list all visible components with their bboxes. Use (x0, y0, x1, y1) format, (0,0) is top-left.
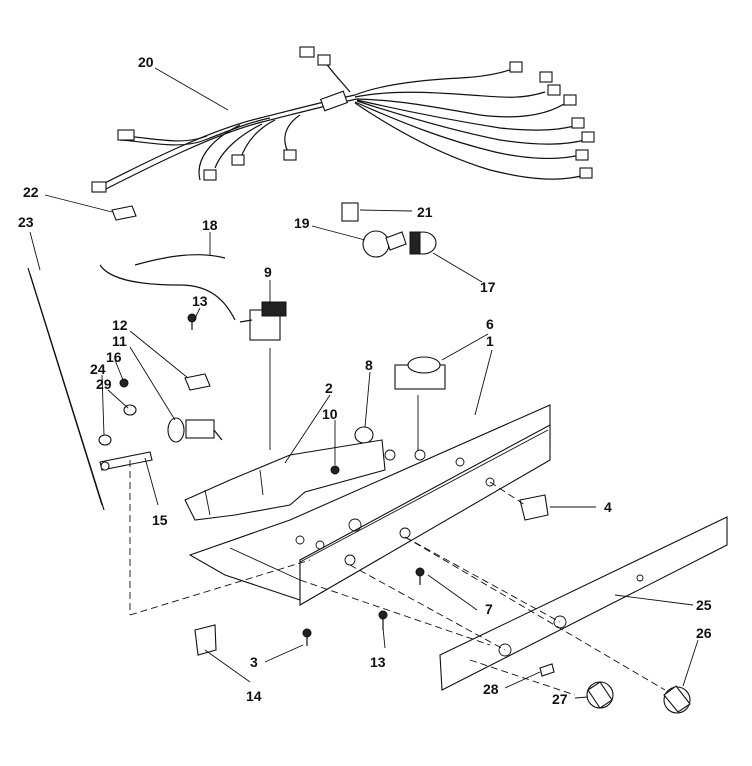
part-13-screw-lower (378, 610, 388, 630)
part-22-clip (111, 205, 137, 221)
part-15-shaft (99, 451, 153, 471)
callout-3: 3 (250, 654, 258, 670)
part-1-control-housing (188, 404, 551, 606)
part-7-screw (415, 567, 425, 585)
part-27-control-knob (586, 681, 614, 709)
part-12-bracket (184, 373, 211, 391)
part-17-lamp-socket (409, 231, 437, 255)
callout-16: 16 (106, 349, 122, 365)
part-16-nut (119, 378, 129, 388)
callout-2: 2 (325, 380, 333, 396)
part-6-defrost-timer (394, 356, 446, 390)
callout-19: 19 (294, 215, 310, 231)
part-21-clip (341, 202, 359, 222)
part-11-thermostat (167, 417, 223, 443)
part-24-washer (98, 434, 112, 446)
leader-lines (29, 67, 699, 699)
part-3-screw (302, 628, 312, 646)
callout-26: 26 (696, 625, 712, 641)
callout-15: 15 (152, 512, 168, 528)
callout-4: 4 (604, 499, 612, 515)
callout-20: 20 (138, 54, 154, 70)
callout-24: 24 (90, 361, 106, 377)
callout-29: 29 (96, 376, 112, 392)
part-4-clip (519, 494, 549, 521)
callout-14: 14 (246, 688, 262, 704)
callout-27: 27 (552, 691, 568, 707)
part-25-control-panel (439, 516, 728, 691)
callout-8: 8 (365, 357, 373, 373)
callout-13-lower: 13 (370, 654, 386, 670)
callout-9: 9 (264, 264, 272, 280)
callout-6: 6 (486, 316, 494, 332)
part-9-relay (239, 301, 287, 341)
callout-12: 12 (112, 317, 128, 333)
callout-25: 25 (696, 597, 712, 613)
callout-1: 1 (486, 333, 494, 349)
callout-10: 10 (322, 406, 338, 422)
callout-11: 11 (112, 333, 127, 349)
part-13-screw-upper (187, 313, 197, 330)
callout-21: 21 (417, 204, 433, 220)
part-8-grommet (354, 426, 374, 444)
part-26-control-knob (663, 685, 691, 714)
part-10-screw (330, 465, 340, 475)
wiring-harness (91, 46, 595, 193)
callout-22: 22 (23, 184, 39, 200)
callout-17: 17 (480, 279, 496, 295)
callout-13-upper: 13 (192, 293, 208, 309)
callout-28: 28 (483, 681, 499, 697)
part-28-pointer (539, 663, 555, 677)
callout-18: 18 (202, 217, 218, 233)
part-14-clip (194, 624, 217, 656)
part-19-light-bulb (362, 230, 407, 258)
callout-7: 7 (485, 601, 493, 617)
callout-23: 23 (18, 214, 34, 230)
part-18-tube (134, 254, 226, 266)
